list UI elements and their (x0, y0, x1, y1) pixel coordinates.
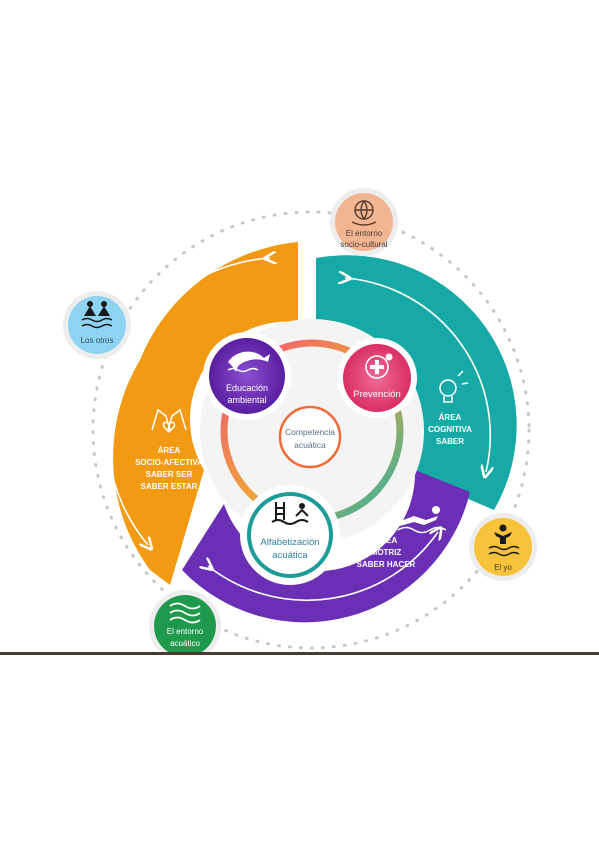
literacy-label-line-2: acuática (272, 550, 308, 561)
motor-line-3: SABER HACER (357, 560, 416, 569)
environmental-label-line-1: Educación (226, 383, 268, 393)
arrow-motor (208, 532, 438, 602)
badge-el-yo: El yo (469, 513, 537, 581)
bottom-rule (0, 652, 599, 655)
flow-arrows (106, 258, 490, 602)
cognitive-line-3: SABER (436, 437, 464, 446)
los-otros-label: Los otros (81, 336, 114, 345)
lightbulb-icon (439, 370, 469, 403)
pool-ladder-swimmer-icon (271, 502, 309, 525)
badge-entorno-acuatico: El entorno acuático (149, 590, 221, 662)
socio-affective-line-3: SABER SER (146, 470, 193, 479)
globe-hand-icon (351, 200, 377, 226)
first-aid-kit-icon (365, 353, 393, 379)
entorno-acuatico-line-2: acuático (170, 639, 200, 648)
motor-line-2: MOTRIZ (371, 548, 402, 557)
socio-affective-line-4: SABER ESTAR (141, 482, 198, 491)
entorno-socio-cultural-line-1: El entorno (346, 229, 383, 238)
circle-educacion-ambiental: Educación ambiental (203, 332, 291, 420)
area-label-socio-affective: ÁREA SOCIO-AFECTIVA SABER SER SABER ESTA… (135, 408, 203, 491)
arrow-socio-affective (106, 258, 270, 545)
waves-icon (169, 602, 201, 624)
literacy-label-line-1: Alfabetización (260, 537, 319, 548)
circle-prevencion: Prevención (337, 338, 417, 418)
socio-affective-line-2: SOCIO-AFECTIVA (135, 458, 203, 467)
area-label-motor: ÁREA MOTRIZ SABER HACER (357, 506, 447, 569)
center-label-line-2: acuática (294, 440, 326, 450)
area-label-cognitive: ÁREA COGNITIVA SABER (428, 370, 472, 446)
arrow-cognitive (345, 278, 490, 472)
motor-line-1: ÁREA (375, 536, 398, 545)
cognitive-line-1: ÁREA (439, 413, 462, 422)
circle-alfabetizacion-acuatica: Alfabetización acuática (240, 485, 340, 585)
cognitive-line-2: COGNITIVA (428, 425, 472, 434)
dotted-outer-ring (91, 210, 531, 650)
entorno-acuatico-line-1: El entorno (167, 627, 204, 636)
person-in-water-icon (488, 524, 520, 557)
environmental-label-line-2: ambiental (227, 395, 266, 405)
badge-los-otros: Los otros (63, 291, 131, 359)
group-in-water-icon (81, 301, 113, 329)
badge-entorno-socio-cultural: El entorno socio-cultural (330, 188, 398, 256)
center-label-line-1: Competencia (285, 427, 335, 437)
el-yo-label: El yo (494, 563, 512, 572)
hands-heart-icon (151, 408, 187, 434)
socio-affective-line-1: ÁREA (158, 446, 181, 455)
swimmer-icon (397, 506, 447, 534)
prevention-label: Prevención (353, 389, 401, 400)
entorno-socio-cultural-line-2: socio-cultural (340, 240, 387, 249)
sector-motor (182, 470, 470, 623)
dolphin-icon (227, 351, 270, 373)
bottom-blank-area (0, 655, 599, 848)
center-competencia: Competencia acuática (278, 405, 342, 469)
